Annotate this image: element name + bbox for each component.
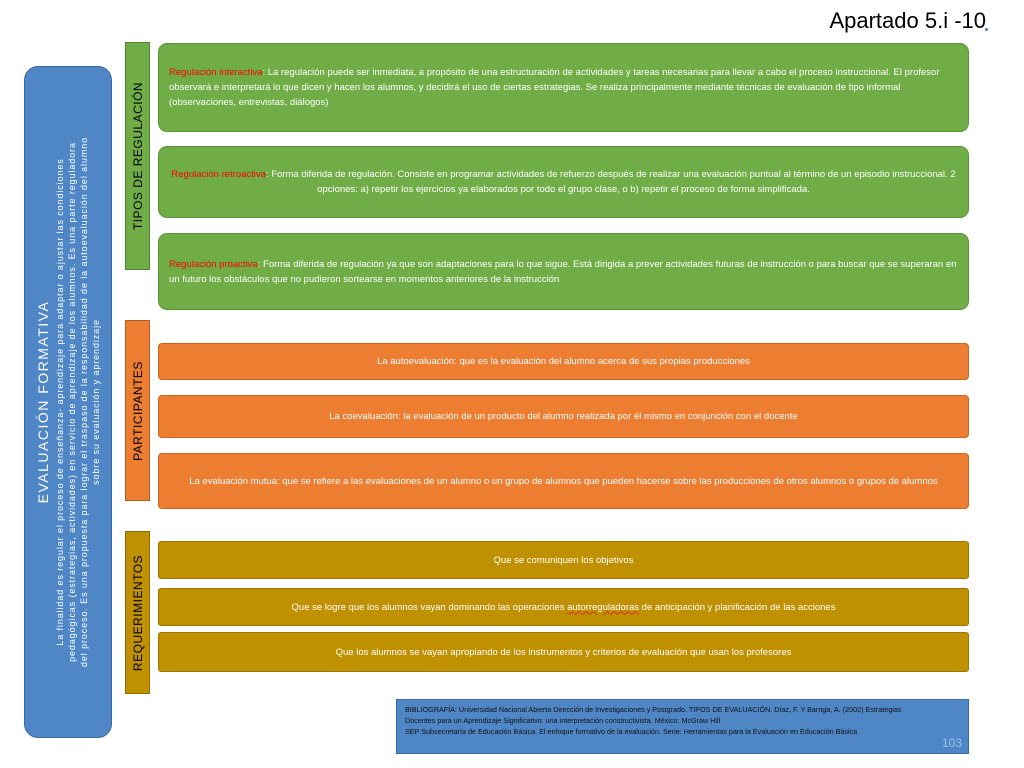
coevaluacion-box: La coevaluación: la evaluación de un pro… [158,395,969,438]
regulacion-retroactiva-text: Regulación retroactiva: Forma diferida d… [169,167,958,197]
regulacion-interactiva-label: Regulación interactiva [169,67,263,78]
requerimiento-objetivos-text: Que se comuniquen los objetivos [493,554,634,566]
desc-line-3: del proceso. Es una propuesta para logra… [78,136,89,668]
requerimiento-objetivos-box: Que se comuniquen los objetivos [158,541,969,579]
regulacion-retroactiva-desc: Forma diferida de regulación. Consiste e… [271,169,956,195]
regulacion-interactiva-desc: La regulación puede ser inmediata, a pro… [169,67,940,108]
regulacion-proactiva-desc: Forma diferida de regulación ya que son … [169,258,957,285]
requerimiento-autorregulacion-pre: Que se logre que los alumnos vayan domin… [291,601,568,613]
category-tipos-de-regulacion: TIPOS DE REGULACIÓN [125,42,150,270]
bibliografia-box: BIBLIOGRAFÍA: Universidad Nacional Abier… [396,699,969,754]
requerimiento-autorregulacion-text: Que se logre que los alumnos vayan domin… [169,600,958,615]
slide-title: Apartado 5.i -10 [829,8,986,33]
regulacion-proactiva-box: Regulación proactiva: Forma diferida de … [158,233,969,310]
category-participantes: PARTICIPANTES [125,320,150,501]
regulacion-retroactiva-sep: : [265,169,272,180]
regulacion-proactiva-text: Regulación proactiva: Forma diferida de … [169,257,958,287]
page-number: 103 [941,736,962,750]
evaluacion-formativa-content: EVALUACIÓN FORMATIVA La finalidad es reg… [26,72,110,732]
regulacion-retroactiva-label: Regulación retroactiva [171,169,266,180]
requerimiento-autorregulacion-box: Que se logre que los alumnos vayan domin… [158,588,969,626]
bibliografia-line-3: SEP Subsecretaría de Educación Básica. E… [405,727,858,736]
desc-line-1: La finalidad es regular el proceso de en… [54,158,65,646]
regulacion-proactiva-sep: : [257,258,264,270]
bibliografia-line-1: BIBLIOGRAFÍA: Universidad Nacional Abier… [405,705,902,714]
category-tipos-label: TIPOS DE REGULACIÓN [130,81,145,231]
evaluacion-formativa-box: EVALUACIÓN FORMATIVA La finalidad es reg… [24,66,112,738]
regulacion-proactiva-label: Regulación proactiva [169,258,258,270]
category-participantes-label: PARTICIPANTES [130,360,145,461]
requerimiento-autorregulacion-post: de anticipación y planificación de las a… [639,601,836,613]
autoevaluacion-box: La autoevaluación: que es la evaluación … [158,343,969,380]
evaluacion-formativa-title: EVALUACIÓN FORMATIVA [34,300,51,504]
category-requerimientos: REQUERIMIENTOS [125,531,150,694]
category-requerimientos-label: REQUERIMIENTOS [130,554,145,671]
desc-line-2: pedagógicas (estrategias, actividades) e… [66,142,77,662]
regulacion-interactiva-text: Regulación interactiva: La regulación pu… [169,65,958,110]
autoevaluacion-text: La autoevaluación: que es la evaluación … [377,356,750,367]
regulacion-interactiva-sep: : [262,67,268,78]
evaluacion-formativa-desc: La finalidad es regular el proceso de en… [54,72,102,732]
bibliografia-line-2: Docentes para un Aprendizaje Significati… [405,716,721,725]
requerimiento-instrumentos-text: Que los alumnos se vayan apropiando de l… [335,646,792,658]
evaluacion-mutua-text: La evaluación mutua: que se refiere a la… [189,475,938,487]
desc-line-4: sobre su evaluación y aprendizaje [90,319,101,485]
requerimiento-autorregulacion-underlined: autorreguladoras [567,601,640,613]
requerimiento-instrumentos-box: Que los alumnos se vayan apropiando de l… [158,632,969,672]
title-dot [985,28,988,31]
regulacion-interactiva-box: Regulación interactiva: La regulación pu… [158,43,969,132]
evaluacion-mutua-box: La evaluación mutua: que se refiere a la… [158,453,969,509]
coevaluacion-text: La coevaluación: la evaluación de un pro… [329,411,798,422]
regulacion-retroactiva-box: Regulación retroactiva: Forma diferida d… [158,146,969,218]
